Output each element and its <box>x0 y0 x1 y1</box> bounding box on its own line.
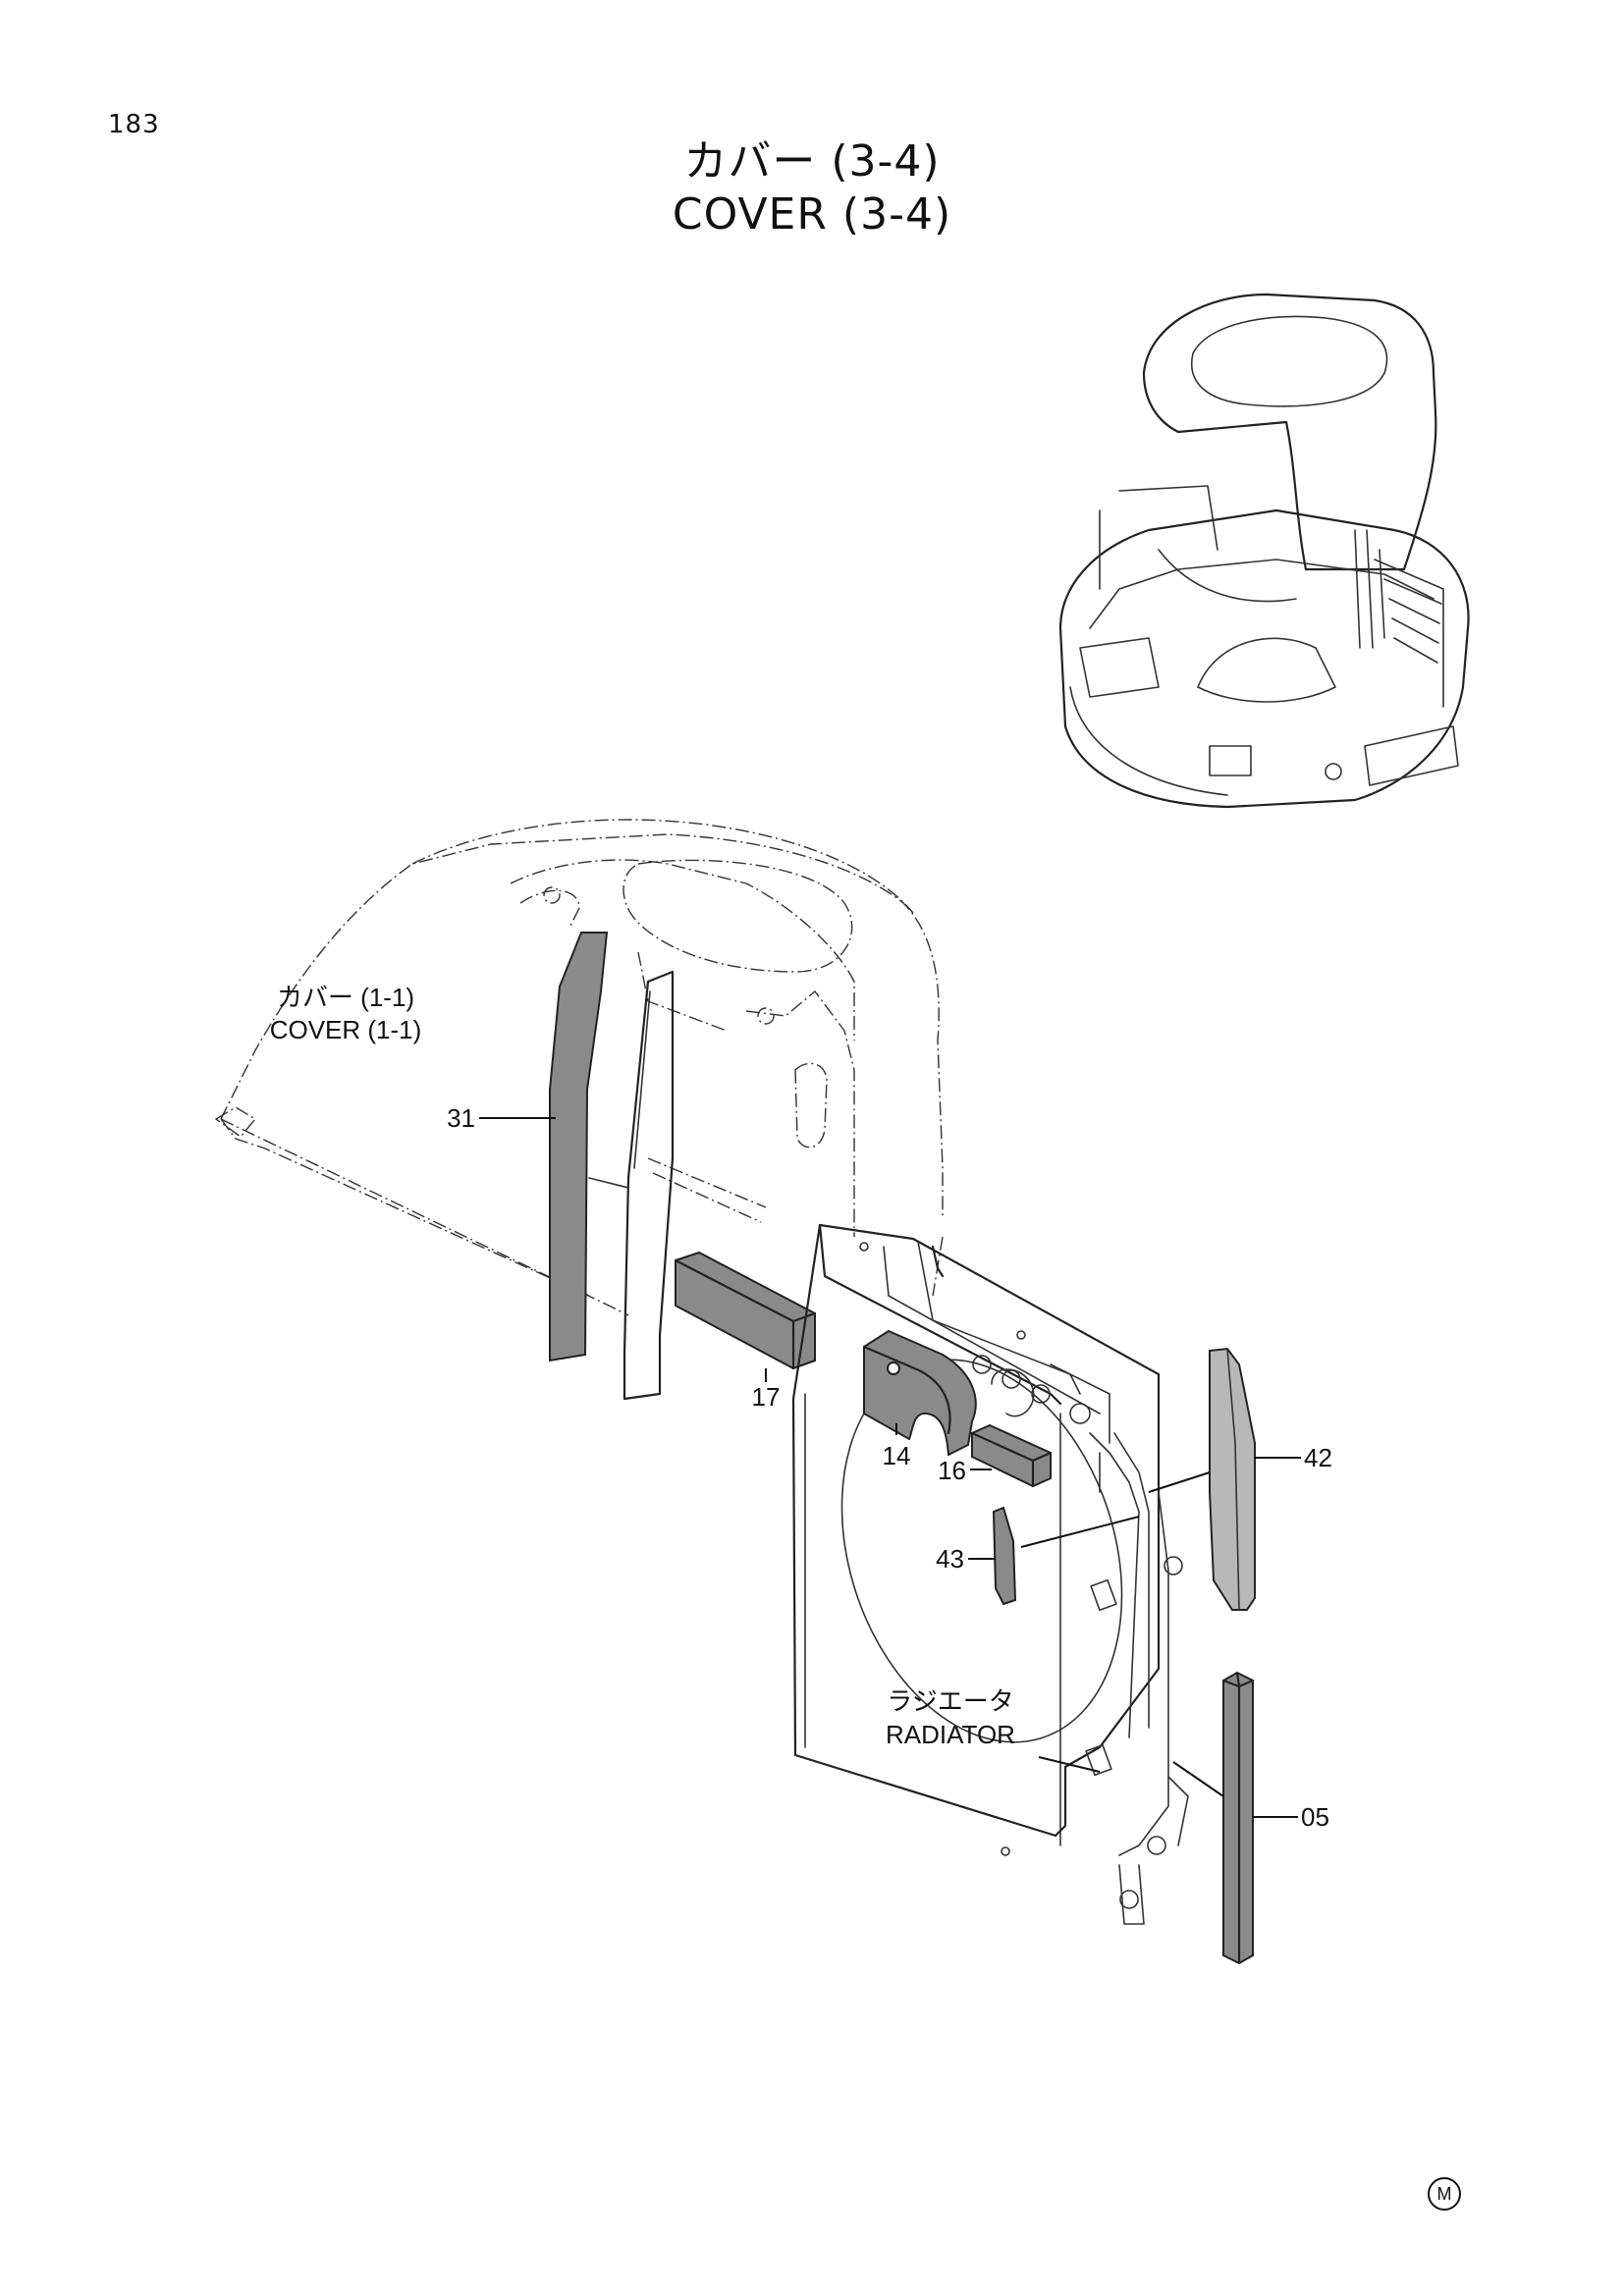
callout-16: 16 <box>938 1456 966 1485</box>
leader-radiator <box>1038 1756 1101 1773</box>
leader-42-ext <box>1148 1471 1211 1493</box>
seal-block-14 <box>863 1329 977 1457</box>
callout-31: 31 <box>447 1103 475 1133</box>
callout-42: 42 <box>1304 1443 1332 1472</box>
seal-strip-42 <box>1209 1347 1256 1611</box>
ref-radiator-label-ja: ラジエータ <box>887 1686 1013 1716</box>
manufacturer-mark: M <box>1428 2177 1461 2211</box>
callout-05: 05 <box>1301 1802 1329 1832</box>
page-title: カバー (3-4) COVER (3-4) <box>0 135 1624 241</box>
cover-pillar <box>588 970 675 1401</box>
radiator-assembly <box>791 1223 1189 1925</box>
seal-strip-31 <box>549 932 609 1362</box>
callout-14: 14 <box>883 1441 911 1470</box>
ref-cover-label-ja: カバー (1-1) <box>277 983 414 1012</box>
callout-43: 43 <box>936 1544 964 1574</box>
machine-overview-illustration <box>1058 293 1470 809</box>
title-english: COVER (3-4) <box>672 189 952 240</box>
seal-block-17 <box>675 1251 816 1370</box>
ref-cover-label-en: COVER (1-1) <box>270 1015 422 1044</box>
ref-radiator-label-en: RADIATOR <box>886 1720 1015 1749</box>
page-number: 183 <box>108 110 160 139</box>
callout-17: 17 <box>752 1382 781 1412</box>
seal-block-16 <box>971 1423 1052 1488</box>
leader-43-ext <box>1020 1516 1140 1548</box>
title-japanese: カバー (3-4) <box>683 136 941 187</box>
leader-05-ext <box>1172 1761 1224 1797</box>
cover-shell-outline <box>214 819 944 1316</box>
seal-wedge-43 <box>992 1506 1017 1606</box>
